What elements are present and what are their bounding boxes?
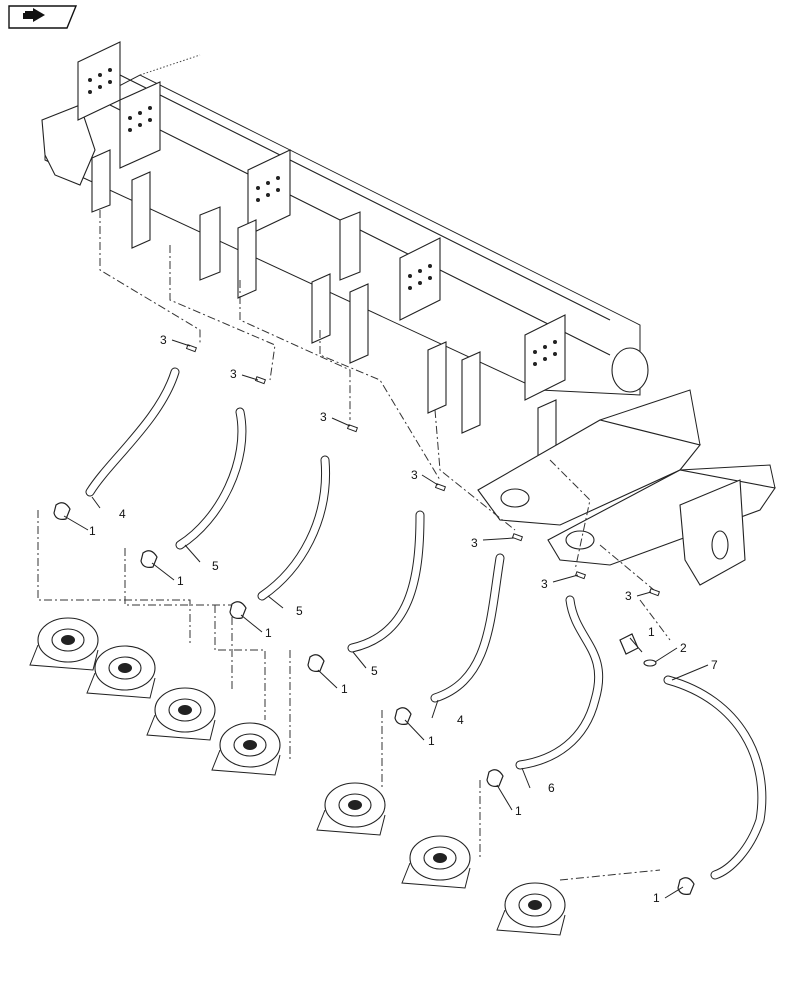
hose-4a	[85, 367, 180, 497]
callout-1: 1	[341, 682, 348, 696]
callout-2: 2	[680, 641, 687, 655]
hose-5a	[175, 407, 247, 550]
callout-3: 3	[320, 410, 327, 424]
hanger-bracket	[91, 149, 557, 463]
hose-7	[663, 675, 767, 880]
callout-leaders	[63, 339, 709, 899]
callout-labels: 3 3 3 3 3 3 3 4 5 5 5 4 6 1 1 1 1 1 1 1 …	[89, 333, 718, 905]
callout-5: 5	[296, 604, 303, 618]
hose-5b	[257, 455, 331, 601]
callout-4: 4	[457, 713, 464, 727]
fitting-2	[643, 659, 657, 667]
callout-5: 5	[212, 559, 219, 573]
callout-1: 1	[265, 626, 272, 640]
callout-3: 3	[541, 577, 548, 591]
hose-4b	[430, 553, 505, 703]
callout-1: 1	[648, 625, 655, 639]
hose-5c	[347, 510, 425, 653]
hose-6	[515, 595, 604, 770]
callout-3: 3	[625, 589, 632, 603]
callout-3: 3	[230, 367, 237, 381]
row-unit	[29, 617, 566, 936]
callout-1: 1	[89, 524, 96, 538]
callout-1: 1	[428, 734, 435, 748]
mount-plate	[77, 41, 566, 401]
callout-1: 1	[515, 804, 522, 818]
callout-3: 3	[411, 468, 418, 482]
toolbar-frame	[41, 41, 776, 586]
callout-7: 7	[711, 658, 718, 672]
callout-1: 1	[177, 574, 184, 588]
callout-1: 1	[653, 891, 660, 905]
leader-lines	[37, 54, 671, 881]
nav-button[interactable]	[8, 5, 78, 29]
callout-4: 4	[119, 507, 126, 521]
callout-3: 3	[471, 536, 478, 550]
hitch-linkage	[477, 389, 776, 586]
callout-5: 5	[371, 664, 378, 678]
fitting-1	[53, 502, 695, 895]
callout-6: 6	[548, 781, 555, 795]
navigation-arrow-icon	[23, 8, 45, 22]
fastener-3	[185, 344, 661, 597]
callout-3: 3	[160, 333, 167, 347]
